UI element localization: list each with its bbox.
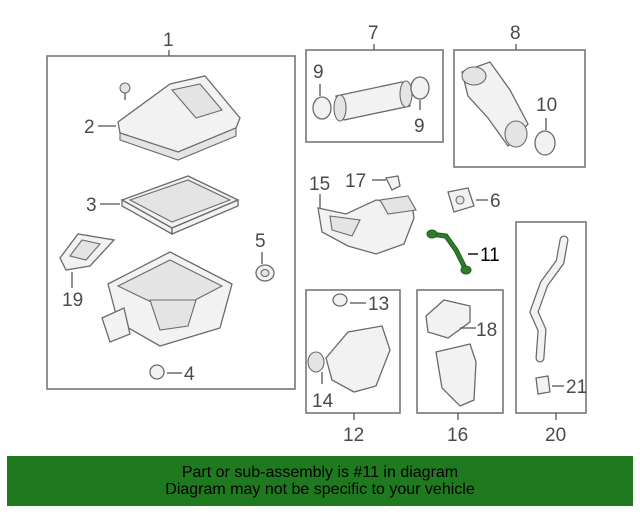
pcv-hose-11-highlighted — [426, 229, 472, 275]
callout-2: 2 — [84, 117, 95, 138]
air-cleaner-lower-housing — [101, 251, 233, 347]
parts-diagram: 1 2 3 19 4 5 7 — [46, 23, 587, 446]
callout-6: 6 — [490, 191, 501, 212]
callout-19: 19 — [62, 290, 83, 311]
resonator-duct-8 — [461, 61, 556, 156]
callout-4: 4 — [184, 364, 195, 385]
fastener-17 — [385, 175, 401, 191]
callout-8: 8 — [510, 23, 521, 44]
callout-14: 14 — [312, 391, 334, 412]
air-cleaner-cover — [117, 75, 241, 161]
callout-9b: 9 — [414, 116, 425, 137]
bracket-19 — [59, 233, 116, 271]
callout-18: 18 — [476, 320, 497, 341]
hose-20 — [529, 235, 569, 395]
callout-3: 3 — [86, 195, 97, 216]
sensor-6 — [447, 187, 475, 213]
throttle-body-duct-12 — [307, 293, 391, 393]
callout-20: 20 — [545, 425, 566, 446]
intake-duct-7 — [312, 76, 430, 122]
callout-21: 21 — [566, 377, 587, 398]
callout-12: 12 — [343, 425, 364, 446]
air-filter-element — [120, 175, 240, 236]
callout-16: 16 — [447, 425, 468, 446]
grommet-4 — [149, 364, 165, 380]
callout-9a: 9 — [313, 62, 324, 83]
callout-1: 1 — [163, 30, 174, 51]
callout-5: 5 — [255, 231, 266, 252]
callout-7: 7 — [368, 23, 379, 44]
diagram-notice-banner: Part or sub-assembly is #11 in diagram D… — [7, 456, 633, 506]
callout-11: 11 — [480, 245, 500, 266]
duct-16 — [425, 299, 477, 407]
group-box-20 — [515, 221, 587, 414]
air-duct-15 — [317, 195, 417, 255]
notice-line-1: Part or sub-assembly is #11 in diagram — [181, 464, 459, 481]
callout-17: 17 — [345, 171, 366, 192]
callout-10: 10 — [536, 95, 557, 116]
callout-13: 13 — [368, 294, 389, 315]
notice-line-2: Diagram may not be specific to your vehi… — [165, 481, 475, 498]
callout-15: 15 — [309, 174, 330, 195]
